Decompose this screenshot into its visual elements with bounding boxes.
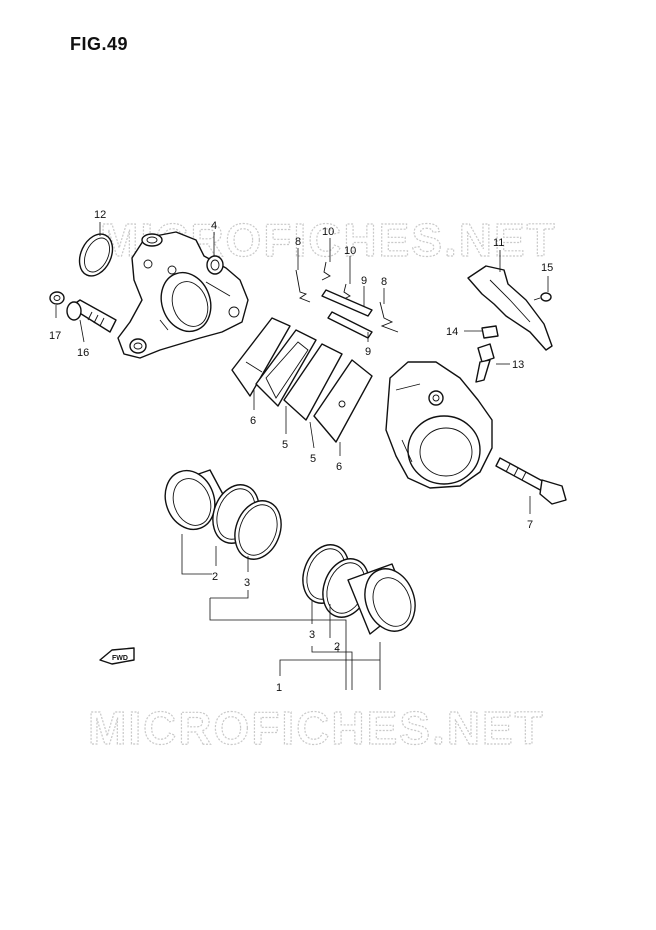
figure-title: FIG.49 bbox=[70, 34, 129, 54]
part-screw-15 bbox=[533, 292, 552, 302]
part-pin-bolt-16 bbox=[66, 299, 117, 333]
callout-2-right: 2 bbox=[334, 641, 340, 653]
part-o-ring-12 bbox=[78, 233, 114, 277]
part-spring-pin-10a bbox=[321, 261, 331, 281]
callout-5-left: 5 bbox=[282, 439, 288, 451]
callout-10-lower: 10 bbox=[344, 245, 356, 257]
callout-4: 4 bbox=[211, 220, 217, 232]
part-cover-11 bbox=[467, 265, 553, 351]
callout-10-top: 10 bbox=[322, 226, 334, 238]
part-cap-17 bbox=[49, 291, 65, 305]
part-piston-left bbox=[164, 469, 227, 531]
part-piston-right bbox=[347, 563, 416, 635]
callout-9-top: 9 bbox=[361, 275, 367, 287]
fwd-label: FWD bbox=[112, 655, 128, 662]
fwd-arrow-icon: FWD bbox=[99, 647, 135, 665]
part-clip-8-left bbox=[295, 269, 311, 303]
part-bleeder-valve-13 bbox=[475, 343, 495, 383]
part-caliper-body-left bbox=[117, 231, 249, 359]
callout-17: 17 bbox=[49, 330, 61, 342]
callout-9-bottom: 9 bbox=[365, 346, 371, 358]
callout-3-left: 3 bbox=[244, 577, 250, 589]
callout-6-right: 6 bbox=[336, 461, 342, 473]
callout-15: 15 bbox=[541, 262, 553, 274]
part-shim-5b bbox=[283, 343, 343, 421]
part-clip-8-right bbox=[379, 301, 399, 333]
callout-6-left: 6 bbox=[250, 415, 256, 427]
part-pad-pin-9b bbox=[327, 311, 373, 339]
part-bleeder-cap-14 bbox=[481, 325, 499, 339]
part-brake-pad-6-inner bbox=[313, 359, 373, 443]
callout-14: 14 bbox=[446, 326, 458, 338]
part-pad-pin-9a bbox=[321, 289, 373, 317]
part-shim-5a bbox=[255, 329, 317, 407]
callout-1: 1 bbox=[276, 682, 282, 694]
part-caliper-body-right bbox=[385, 361, 493, 489]
callout-8-left: 8 bbox=[295, 236, 301, 248]
part-mounting-bolt-7 bbox=[495, 457, 567, 505]
callout-11: 11 bbox=[493, 237, 504, 249]
callout-16: 16 bbox=[77, 347, 89, 359]
callout-13: 13 bbox=[512, 359, 524, 371]
callout-8-right: 8 bbox=[381, 276, 387, 288]
callout-5-right: 5 bbox=[310, 453, 316, 465]
callout-2-left: 2 bbox=[212, 571, 218, 583]
watermark-bottom: MICROFICHES.NET bbox=[88, 702, 545, 754]
callout-7: 7 bbox=[527, 519, 533, 531]
callout-12: 12 bbox=[94, 209, 106, 221]
part-seal-3-left bbox=[234, 500, 282, 560]
leader-lines bbox=[55, 222, 549, 690]
part-brake-pad-6-outer bbox=[231, 317, 291, 397]
callout-3-right: 3 bbox=[309, 629, 315, 641]
